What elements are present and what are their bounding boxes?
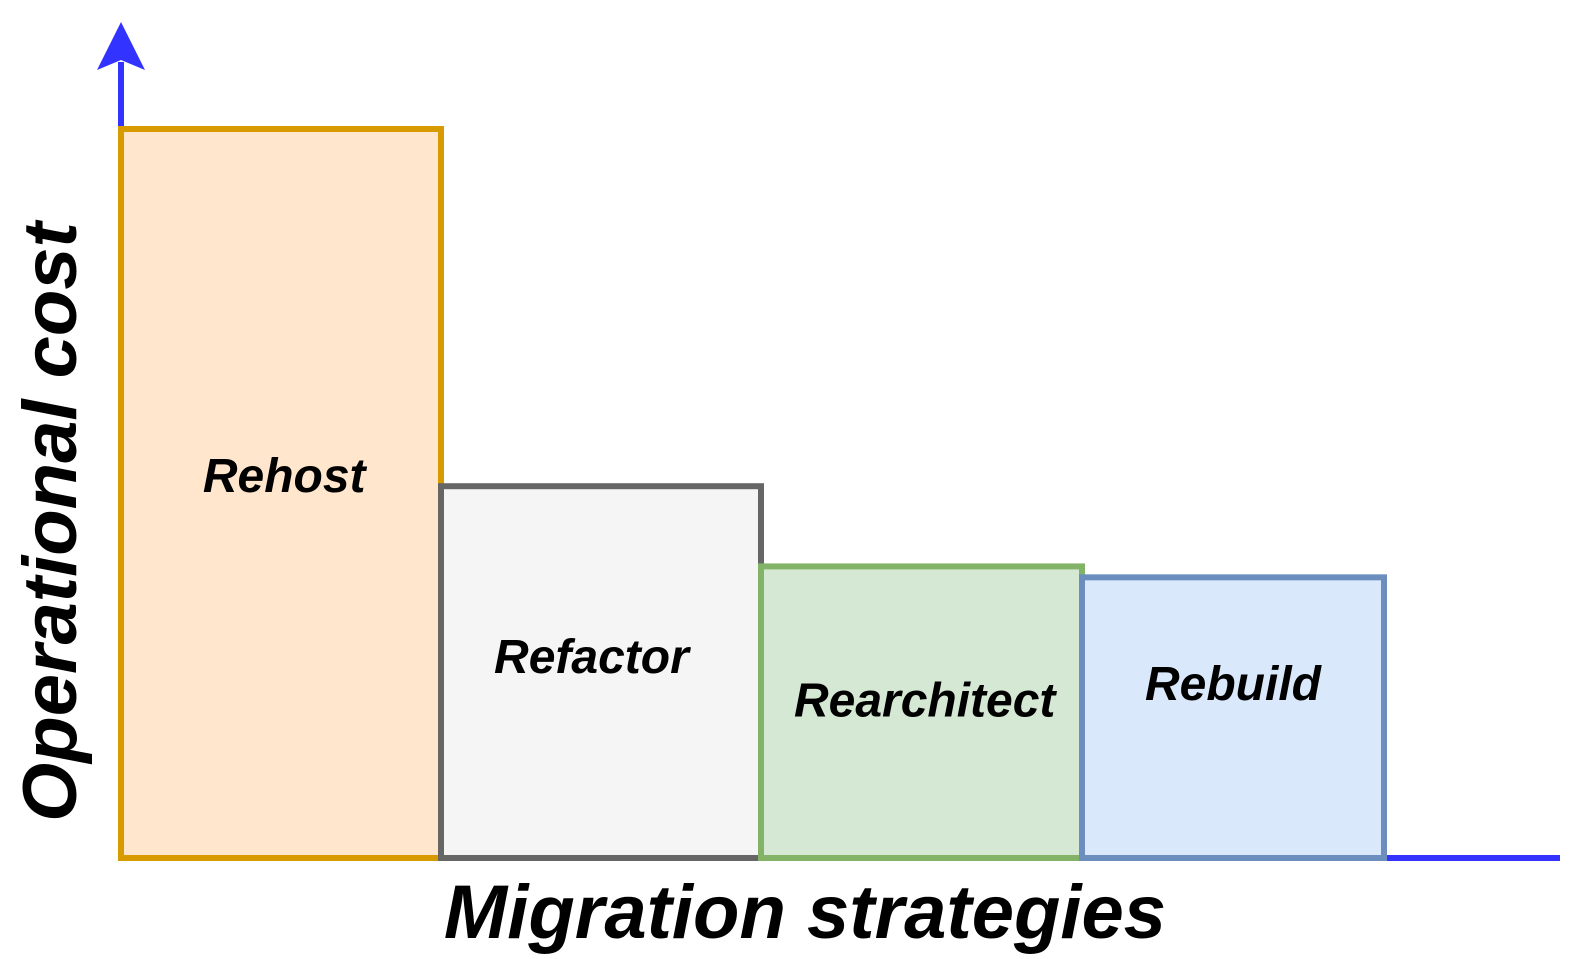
bar-label-rearchitect: Rearchitect — [794, 675, 1057, 728]
bar-label-rehost: Rehost — [203, 450, 368, 503]
bars-overlay — [118, 126, 1387, 862]
bar-label-rebuild: Rebuild — [1145, 658, 1323, 711]
bar-refactor — [438, 483, 764, 861]
bar-rearchitect — [758, 563, 1085, 862]
y-axis-arrow-icon — [97, 22, 145, 70]
x-axis-title: Migration strategies — [444, 870, 1166, 955]
y-axis-title: Operational cost — [8, 219, 93, 821]
bar-rebuild — [1079, 574, 1387, 862]
bar-label-refactor: Refactor — [494, 631, 691, 684]
bar-rehost — [118, 126, 444, 861]
